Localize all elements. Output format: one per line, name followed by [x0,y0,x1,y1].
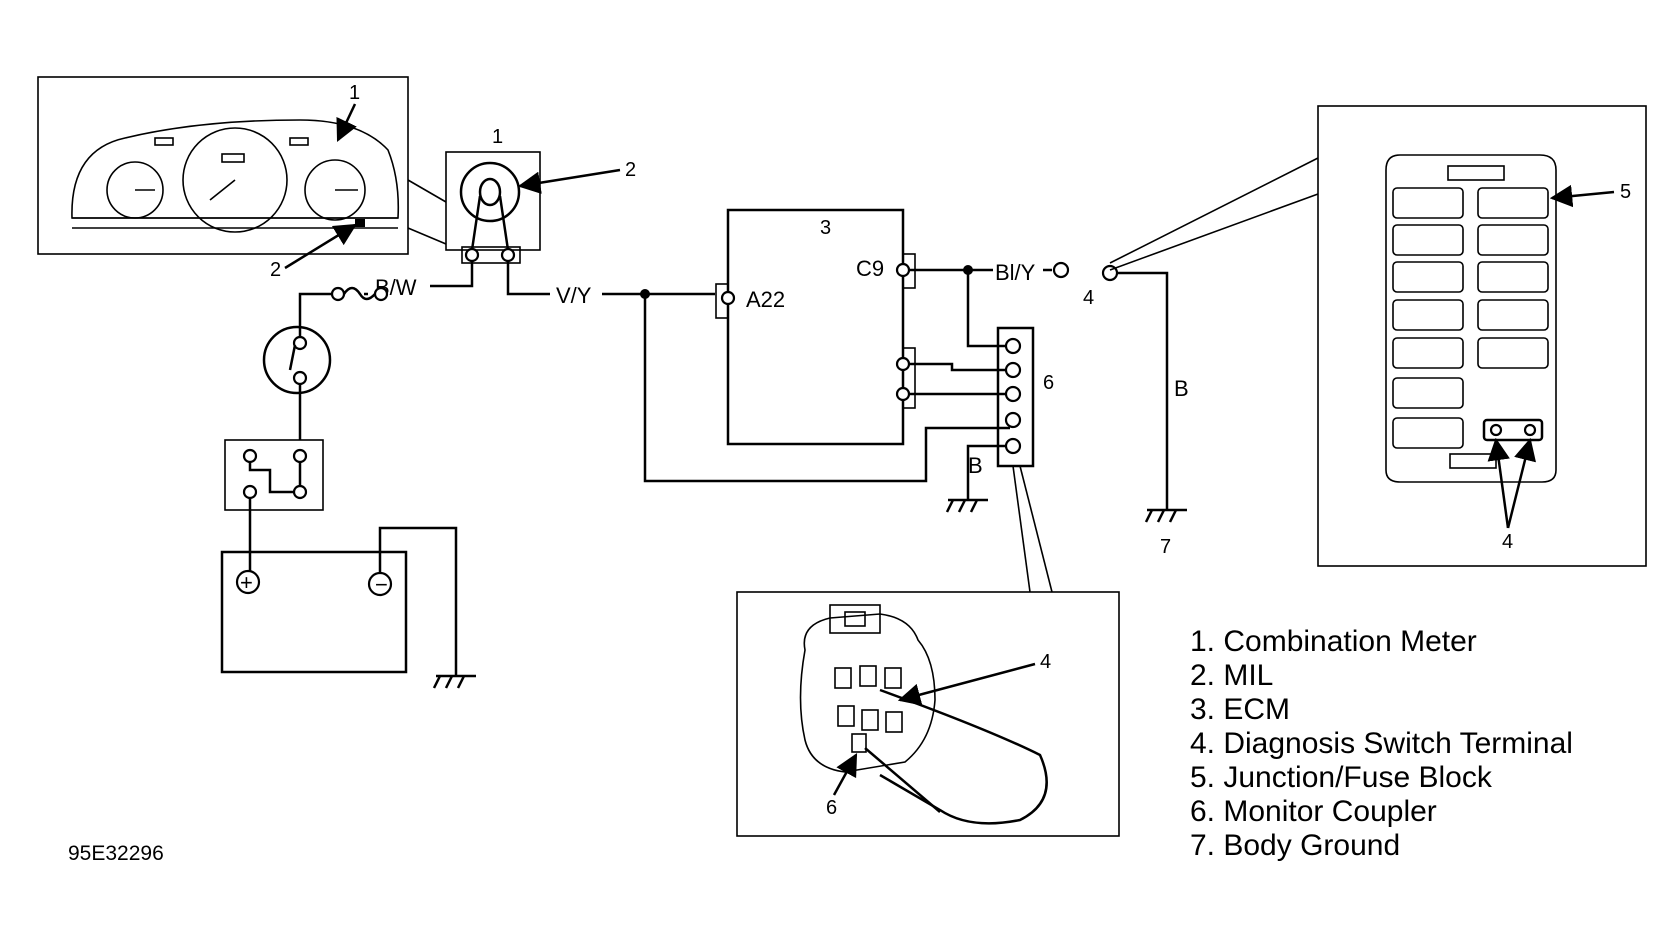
mil-callout-1: 1 [492,126,503,148]
terminal-label-a22: A22 [746,287,785,312]
vy-wire: V/Y [506,261,1010,483]
ignition-switch-icon [262,325,332,395]
bly-wire: Bl/Y 4 B 7 [909,157,1319,558]
ground-callout-7: 7 [1160,536,1171,558]
legend-item-3: 3. ECM [1190,693,1290,726]
monitor-coupler: B 6 [909,270,1054,593]
figure-code: 95E32296 [68,842,164,865]
legend-item-4: 4. Diagnosis Switch Terminal [1190,727,1573,760]
coupler-detail-callout-4: 4 [1040,651,1051,673]
battery-icon [220,550,408,674]
wire-label-b-coupler: B [968,453,983,478]
meter-callout-1: 1 [349,82,360,104]
mil-lamp: 1 2 [445,126,636,264]
coupler-detail-inset: 4 6 [736,591,1120,837]
fuse-callout-5: 5 [1620,181,1631,203]
battery-ground-icon [432,674,476,689]
svg-text:+: + [240,570,253,595]
component-legend: 1. Combination Meter 2. MIL 3. ECM 4. Di… [1190,625,1573,862]
ecm-callout-3: 3 [820,217,831,239]
legend-item-1: 1. Combination Meter [1190,625,1477,658]
coupler-connector-drawing [799,604,1048,825]
coupler-ground-icon [945,498,988,513]
wire-label-vy: V/Y [556,283,592,308]
legend-item-7: 7. Body Ground [1190,829,1400,862]
fuse-block-drawing [1385,154,1557,483]
legend-item-2: 2. MIL [1190,659,1273,692]
switch-callout-4: 4 [1083,287,1094,309]
wire-label-b-right: B [1174,376,1189,401]
legend-item-6: 6. Monitor Coupler [1190,795,1437,828]
ecm-box: 3 A22 C9 [715,208,916,446]
svg-text:−: − [375,572,388,597]
fuse-block-inset: 5 4 [1317,105,1647,567]
legend-item-5: 5. Junction/Fuse Block [1190,761,1493,794]
meter-callout-2: 2 [270,259,281,281]
terminal-label-c9: C9 [856,256,884,281]
combination-meter-inset: 1 2 [37,76,447,281]
combination-meter-drawing [71,119,400,233]
ignition-circuit: B/W + − [220,261,476,689]
fuse-callout-4: 4 [1502,531,1513,553]
body-ground-icon [1144,508,1187,523]
coupler-callout-6: 6 [1043,372,1054,394]
mil-callout-2: 2 [625,159,636,181]
wire-label-bly: Bl/Y [995,260,1036,285]
coupler-detail-callout-6: 6 [826,797,837,819]
